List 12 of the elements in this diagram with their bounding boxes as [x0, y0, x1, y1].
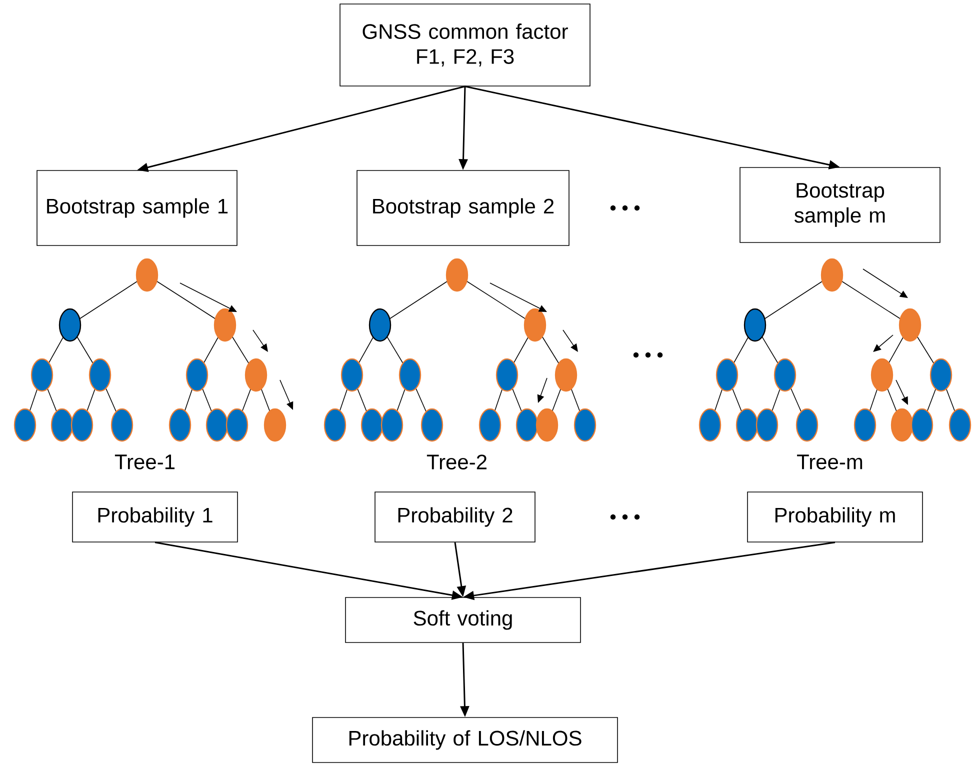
- process-box: Bootstrap sample 2: [356, 170, 570, 246]
- process-box: Probability 2: [374, 492, 536, 542]
- tree-label: Tree-1: [114, 454, 174, 470]
- process-box: Probability 1: [72, 492, 238, 542]
- process-box: Probability m: [747, 492, 923, 542]
- tree-label: Tree-m: [797, 454, 862, 470]
- process-box: Bootstrap sample 1: [36, 170, 238, 246]
- process-box: Probability of LOS/NLOS: [312, 717, 618, 763]
- process-box: GNSS common factor F1, F2, F3: [340, 4, 590, 86]
- tree-label: Tree-2: [426, 454, 486, 470]
- process-box: Bootstrap sample m: [740, 167, 940, 243]
- process-box: Soft voting: [345, 597, 581, 643]
